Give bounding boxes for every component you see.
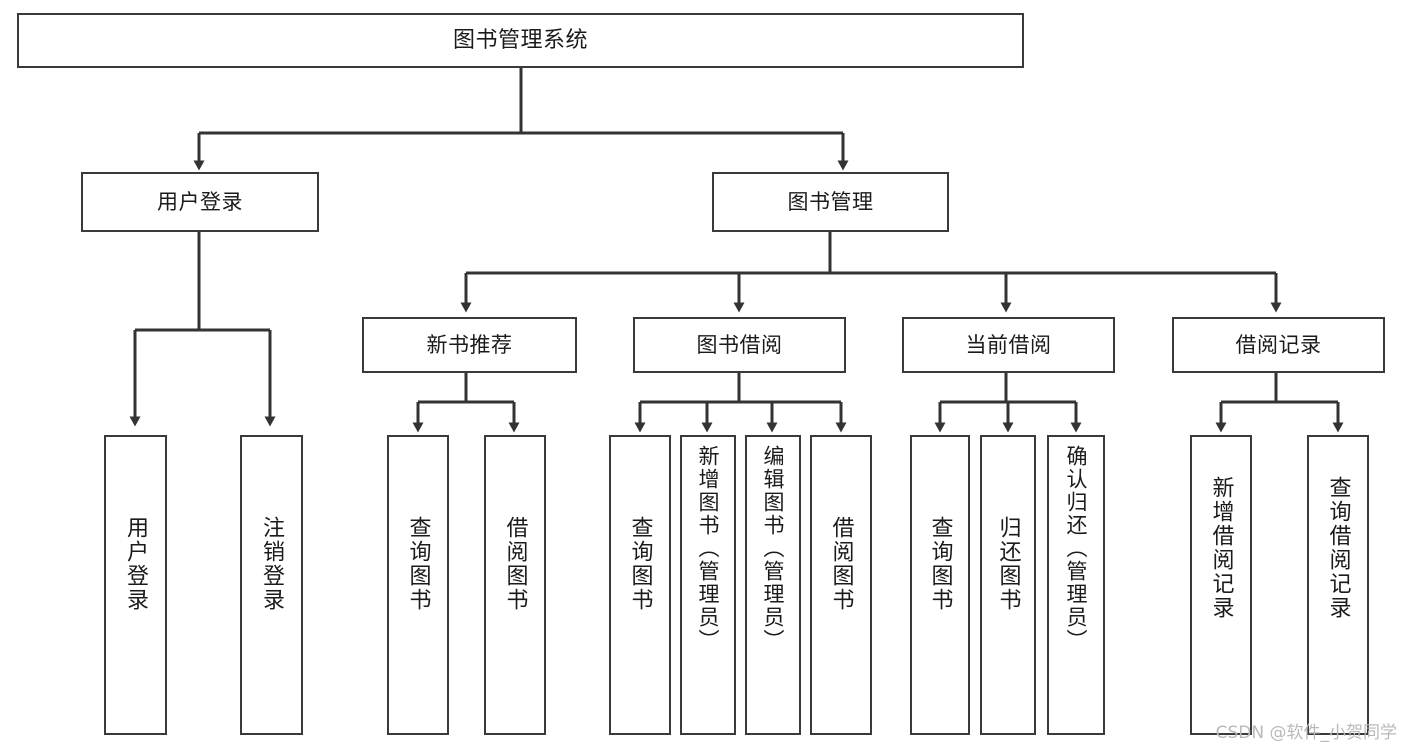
node-label: 用户登录 [123,516,149,612]
node-label: 注销登录 [259,516,285,612]
node-label: 用户登录 [157,189,243,214]
node-book-management[interactable]: 图书管理 [712,172,949,232]
leaf-new-books-query-book[interactable]: 查询图书 [387,435,449,735]
node-label: 当前借阅 [965,332,1052,357]
leaf-current-query-book[interactable]: 查询图书 [910,435,970,735]
leaf-new-books-borrow-book[interactable]: 借阅图书 [484,435,546,735]
node-book-borrow[interactable]: 图书借阅 [633,317,846,373]
leaf-current-return-book[interactable]: 归还图书 [980,435,1036,735]
node-label: 图书借阅 [696,332,783,357]
node-label: 新增图书（管理员） [696,445,721,652]
node-current-borrow[interactable]: 当前借阅 [902,317,1115,373]
leaf-borrow-query-book[interactable]: 查询图书 [609,435,671,735]
node-label: 查询图书 [627,516,653,612]
node-label: 新增借阅记录 [1208,476,1234,620]
node-label: 查询图书 [927,516,953,612]
leaf-records-add-record[interactable]: 新增借阅记录 [1190,435,1252,735]
node-label: 归还图书 [995,516,1021,612]
node-label: 新书推荐 [426,332,513,357]
node-user-login[interactable]: 用户登录 [81,172,319,232]
node-new-book-recommend[interactable]: 新书推荐 [362,317,577,373]
node-label: 借阅记录 [1235,332,1322,357]
node-borrow-records[interactable]: 借阅记录 [1172,317,1385,373]
node-label: 编辑图书（管理员） [761,445,786,652]
leaf-borrow-add-book-admin[interactable]: 新增图书（管理员） [680,435,736,735]
node-label: 图书管理 [787,189,874,214]
leaf-borrow-borrow-book[interactable]: 借阅图书 [810,435,872,735]
csdn-watermark: CSDN @软件_小贺同学 [1215,723,1397,743]
leaf-user-login[interactable]: 用户登录 [104,435,167,735]
node-label: 确认归还（管理员） [1064,445,1089,652]
node-root-book-management-system[interactable]: 图书管理系统 [17,13,1024,68]
leaf-borrow-edit-book-admin[interactable]: 编辑图书（管理员） [745,435,801,735]
node-label: 借阅图书 [828,516,854,612]
leaf-current-confirm-return-admin[interactable]: 确认归还（管理员） [1047,435,1105,735]
leaf-logout[interactable]: 注销登录 [240,435,303,735]
leaf-records-query-record[interactable]: 查询借阅记录 [1307,435,1369,735]
node-label: 查询图书 [405,516,431,612]
node-label: 查询借阅记录 [1325,476,1351,620]
node-label: 图书管理系统 [452,27,588,53]
node-label: 借阅图书 [502,516,528,612]
